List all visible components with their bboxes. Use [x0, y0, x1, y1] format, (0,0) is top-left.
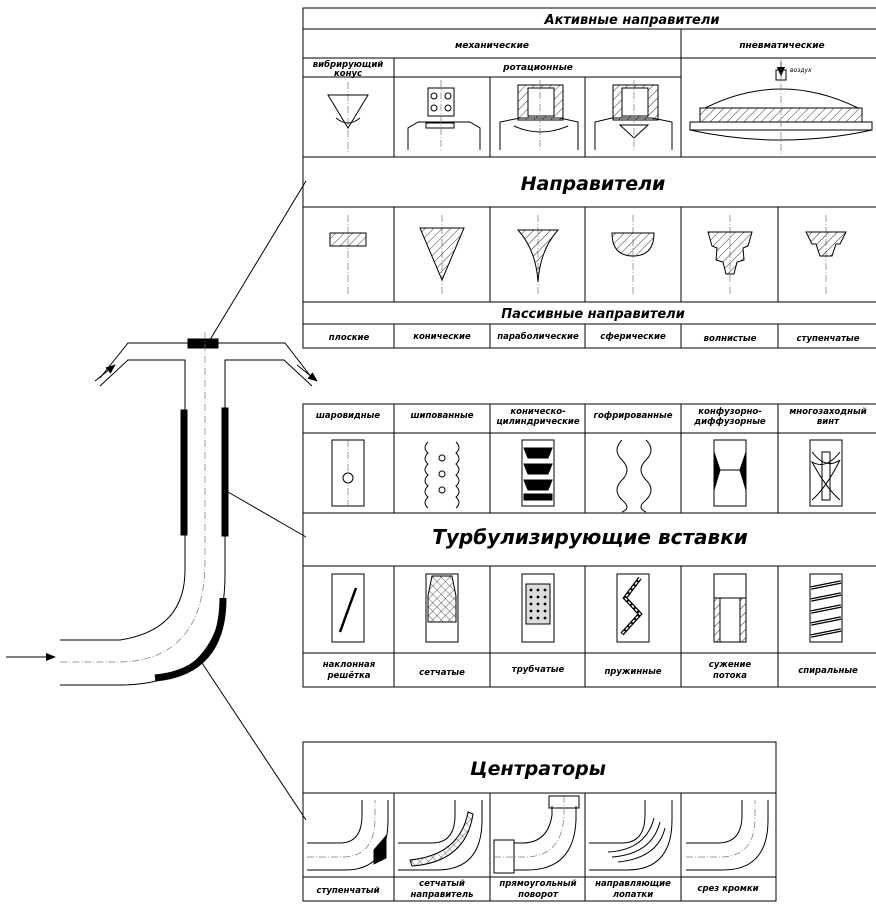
tubular-insert-sketch: [521, 573, 555, 643]
multi-start-screw-sketch: [809, 439, 843, 507]
air-label: воздух: [790, 67, 812, 74]
conical-cylindrical-insert-sketch: [521, 439, 555, 507]
insert-top-label: винт: [817, 417, 840, 427]
inserts-center-title: Турбулизирующие вставки: [432, 525, 748, 549]
inserts-table: [302, 403, 876, 688]
vibrating-cone-label-2: конус: [334, 69, 362, 79]
centrator-label: ступенчатый: [316, 886, 379, 896]
rotational-label: ротационные: [502, 63, 573, 73]
leader-line-guides: [204, 180, 307, 349]
passive-spherical-sketch: [611, 215, 655, 295]
insert-bottom-label: сужение: [709, 660, 752, 670]
insert-bottom-label: спиральные: [798, 666, 858, 676]
edge-cut-centrator-sketch: [686, 800, 769, 871]
passive-guides-title: Пассивные направители: [501, 307, 685, 322]
passive-conical-sketch: [419, 215, 465, 295]
insert-bottom-label: сетчатые: [419, 668, 465, 678]
corrugated-insert-sketch: [616, 439, 652, 513]
passive-flat-sketch: [329, 215, 367, 295]
passive-type-label: волнистые: [704, 334, 757, 344]
passive-type-label: ступенчатые: [797, 334, 860, 344]
rectangular-turn-centrator-sketch: [493, 795, 580, 874]
insert-top-label: гофрированные: [594, 411, 673, 421]
spiral-insert-sketch: [809, 573, 843, 643]
pipe-bend-outer: [60, 574, 226, 686]
centrators-table-frame: [302, 741, 777, 902]
centrator-label: поворот: [518, 890, 559, 900]
guides-center-title: Направители: [521, 173, 666, 195]
confusor-diffusor-insert-sketch: [713, 439, 747, 507]
inclined-grid-insert-sketch: [331, 573, 365, 643]
centrator-label: направляющие: [595, 879, 671, 889]
pipe-assembly: [6, 180, 318, 821]
passive-type-label: параболические: [497, 331, 579, 342]
centrator-label: сетчатый: [419, 879, 465, 889]
spiked-insert-sketch: [424, 441, 460, 509]
insert-top-label: шаровидные: [316, 411, 380, 421]
insert-top-label: диффузорные: [693, 417, 766, 427]
centrator-label: лопатки: [613, 890, 653, 900]
stepped-centrator-sketch: [307, 800, 389, 871]
insert-right-strip: [221, 407, 229, 537]
guide-vanes-centrator-sketch: [589, 800, 673, 871]
insert-bottom-label: решётка: [326, 671, 370, 681]
rotational-sketch-3: [594, 80, 673, 152]
passive-stepped-sketch: [805, 215, 847, 295]
centrators-table: [302, 741, 777, 902]
passive-type-label: сферические: [600, 332, 666, 342]
insert-top-label: многозаходный: [789, 407, 866, 417]
rotational-sketch-2: [499, 80, 579, 152]
passive-type-label: плоские: [329, 333, 370, 343]
insert-bottom-label: трубчатые: [512, 664, 565, 675]
centrator-label: направитель: [411, 890, 474, 900]
insert-top-label: шипованные: [410, 411, 473, 421]
spherical-insert-sketch: [331, 439, 365, 507]
centrators-title: Центраторы: [470, 758, 606, 780]
outlet-right-lower: [224, 359, 313, 387]
pipe-bend-axis: [60, 559, 206, 663]
mechanical-label: механические: [455, 41, 529, 51]
insert-left-strip: [180, 409, 188, 536]
rotational-sketch-1: [407, 80, 481, 152]
vibrating-cone-label-1: вибрирующий: [313, 59, 384, 70]
passive-parabolic-sketch: [516, 215, 560, 295]
centrator-label: срез кромки: [697, 884, 758, 894]
inserts-table-frame: [302, 403, 876, 688]
insert-top-label: цилиндрические: [496, 417, 580, 427]
passive-type-label: конические: [413, 332, 471, 342]
spring-insert-sketch: [616, 573, 650, 643]
pneumatic-sketch: воздух: [689, 60, 873, 155]
pneumatic-label: пневматические: [739, 41, 824, 51]
active-guides-title: Активные направители: [544, 13, 720, 28]
pipe-bend-inner: [60, 569, 186, 641]
insert-top-label: коническо-: [510, 407, 566, 417]
mesh-insert-sketch: [425, 573, 459, 643]
outlet-right-arrow: [296, 364, 318, 382]
guides-table: [302, 7, 876, 349]
insert-top-label: конфузорно-: [698, 407, 762, 417]
flow-narrowing-insert-sketch: [713, 573, 747, 643]
insert-bottom-label: пружинные: [604, 667, 661, 677]
mesh-guide-centrator-sketch: [398, 800, 483, 871]
outlet-left-lower: [99, 359, 186, 387]
guides-table-frame: [302, 7, 876, 349]
outlet-left-arrow: [94, 364, 116, 382]
centrator-label: прямоугольный: [499, 879, 576, 889]
nozzle-guide-block: [187, 338, 219, 349]
centrator-strip: [154, 597, 227, 682]
vibrating-cone-sketch: [327, 82, 369, 152]
leader-line-centrators: [199, 659, 307, 821]
passive-wavy-sketch: [707, 215, 753, 295]
insert-bottom-label: наклонная: [323, 660, 376, 670]
insert-bottom-label: потока: [713, 671, 747, 681]
leader-line-inserts: [227, 491, 307, 538]
